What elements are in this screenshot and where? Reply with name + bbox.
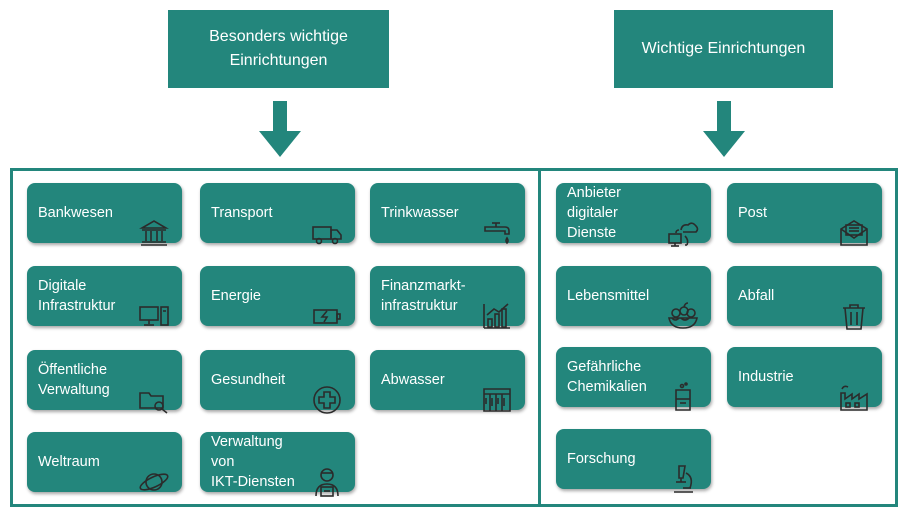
card-label: Forschung — [567, 451, 636, 467]
header-important-entities: Wichtige Einrichtungen — [614, 10, 833, 88]
card-oeffentliche-verwaltung[interactable]: Öffentliche Verwaltung — [27, 350, 182, 414]
card-transport[interactable]: Transport — [200, 183, 355, 245]
card-label: Gefährliche Chemikalien — [567, 359, 647, 395]
card-label: Transport — [211, 205, 273, 221]
card-industrie[interactable]: Industrie — [727, 347, 882, 411]
card-verwaltung-ikt-diensten[interactable]: Verwaltung von IKT-Diensten — [200, 432, 355, 497]
it-admin-icon — [311, 446, 343, 497]
medical-cross-icon — [311, 364, 343, 414]
computer-icon — [138, 280, 170, 326]
arrow-down-right — [703, 101, 745, 157]
trash-icon — [838, 280, 870, 330]
card-forschung[interactable]: Forschung — [556, 429, 711, 493]
card-label: Abfall — [738, 288, 775, 304]
folder-search-icon — [138, 364, 170, 414]
card-label: Finanzmarkt- infrastruktur — [381, 278, 466, 314]
card-anbieter-digitaler-dienste[interactable]: Anbieter digitaler Dienste — [556, 183, 711, 247]
card-label: Anbieter digitaler Dienste — [567, 185, 622, 241]
mail-icon — [838, 197, 870, 246]
card-gesundheit[interactable]: Gesundheit — [200, 350, 355, 414]
microscope-icon — [667, 443, 699, 493]
card-bankwesen[interactable]: Bankwesen — [27, 183, 182, 246]
card-gefaehrliche-chemikalien[interactable]: Gefährliche Chemikalien — [556, 347, 711, 411]
card-label: Öffentliche Verwaltung — [38, 362, 110, 398]
header-essential-entities: Besonders wichtige Einrichtungen — [168, 10, 389, 88]
card-label: Abwasser — [381, 372, 445, 388]
important-entities-frame — [538, 168, 898, 507]
card-post[interactable]: Post — [727, 183, 882, 246]
card-label: Energie — [211, 288, 261, 304]
bank-icon — [138, 197, 170, 246]
card-label: Gesundheit — [211, 372, 286, 388]
card-energie[interactable]: Energie — [200, 266, 355, 326]
card-label: Post — [738, 205, 768, 221]
card-lebensmittel[interactable]: Lebensmittel — [556, 266, 711, 329]
water-tap-icon — [481, 197, 513, 245]
factory-icon — [838, 361, 870, 411]
card-label: Digitale Infrastruktur — [38, 278, 116, 314]
card-label: Lebensmittel — [567, 288, 650, 304]
beaker-icon — [667, 361, 699, 411]
battery-icon — [311, 280, 343, 324]
truck-icon — [311, 197, 343, 245]
card-label: Trinkwasser — [381, 205, 459, 221]
card-label: Verwaltung von IKT-Diensten — [211, 434, 295, 490]
card-digitale-infrastruktur[interactable]: Digitale Infrastruktur — [27, 266, 182, 326]
card-label: Industrie — [738, 369, 794, 385]
card-label: Weltraum — [38, 454, 100, 470]
arrow-down-left — [259, 101, 301, 157]
card-finanzmarktinfrastruktur[interactable]: Finanzmarkt- infrastruktur — [370, 266, 525, 329]
card-abfall[interactable]: Abfall — [727, 266, 882, 330]
card-weltraum[interactable]: Weltraum — [27, 432, 182, 492]
card-label: Bankwesen — [38, 205, 113, 221]
fruit-bowl-icon — [667, 280, 699, 329]
card-trinkwasser[interactable]: Trinkwasser — [370, 183, 525, 245]
bar-chart-icon — [481, 280, 513, 329]
dam-icon — [481, 364, 513, 412]
planet-icon — [138, 446, 170, 491]
card-abwasser[interactable]: Abwasser — [370, 350, 525, 412]
cloud-sync-icon — [667, 197, 699, 247]
